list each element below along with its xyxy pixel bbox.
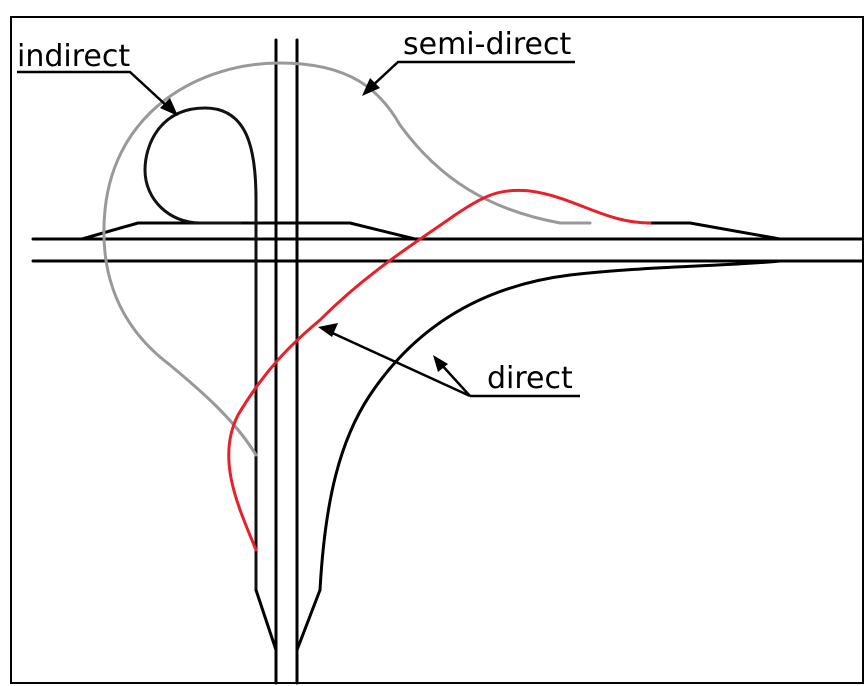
direct-ramp-red xyxy=(227,188,652,552)
direct-label: direct xyxy=(487,361,573,396)
semi-direct-arrowhead xyxy=(362,78,380,96)
direct-arrowhead-black xyxy=(433,355,448,372)
indirect-arrowhead xyxy=(160,98,178,116)
semi-direct-ramp xyxy=(102,61,592,457)
vertical-highway xyxy=(274,38,299,685)
semi-direct-leader-line xyxy=(369,60,575,89)
direct-leader-to-red xyxy=(327,329,471,398)
indirect-loop-ramp xyxy=(143,106,258,592)
vertical-exit-taper-right xyxy=(295,588,322,652)
indirect-label: indirect xyxy=(17,39,130,74)
direct-ramp-black xyxy=(318,259,782,592)
collector-left-trapezoid xyxy=(80,221,417,241)
direct-leader-to-black xyxy=(439,362,471,397)
horizontal-highway xyxy=(31,237,864,263)
direct-arrowhead-red xyxy=(318,323,338,337)
semi-direct-label: semi-direct xyxy=(403,27,571,62)
right-exit-taper-top xyxy=(646,221,782,241)
diagram-frame xyxy=(10,16,864,684)
vertical-exit-taper-left xyxy=(254,588,278,652)
indirect-leader-line xyxy=(17,70,169,108)
